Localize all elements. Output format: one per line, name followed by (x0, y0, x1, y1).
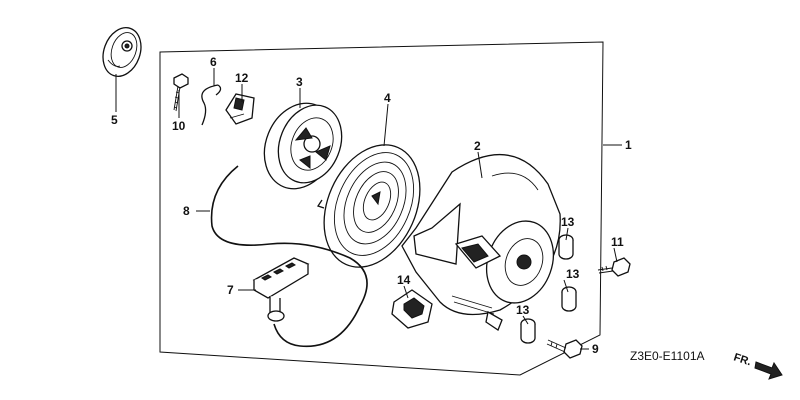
callout-3: 3 (296, 75, 303, 89)
part-12-ratchet (225, 93, 255, 125)
callout-13-lower: 13 (516, 303, 530, 317)
part-11-flange-bolt (597, 257, 631, 277)
callout-6: 6 (210, 55, 217, 69)
callout-12: 12 (235, 71, 249, 85)
part-13-collar-middle (561, 286, 577, 312)
assembly-outline (159, 41, 604, 376)
callout-11: 11 (611, 235, 624, 249)
callout-10: 10 (172, 119, 186, 133)
direction-label: FR. (732, 351, 753, 368)
part-7-starter-grip (252, 257, 310, 322)
leader-lines (115, 68, 622, 350)
part-9-flange-bolt (546, 339, 583, 359)
callout-13-upper: 13 (561, 215, 575, 229)
direction-arrow-icon (754, 361, 783, 380)
callout-9: 9 (592, 342, 599, 356)
callout-2: 2 (474, 139, 481, 153)
part-13-collar-lower (520, 318, 536, 344)
callout-13-middle: 13 (566, 267, 580, 281)
part-14-rope-guide (391, 289, 433, 329)
callout-14: 14 (397, 273, 411, 287)
callout-7: 7 (227, 283, 234, 297)
part-4-recoil-spring (316, 144, 421, 268)
callout-8: 8 (183, 204, 190, 218)
callout-1: 1 (625, 138, 632, 152)
part-3-reel (263, 102, 343, 190)
part-5-pulley-plate (102, 27, 142, 77)
part-8-starter-rope (210, 165, 368, 348)
callout-5: 5 (111, 113, 118, 127)
part-10-flange-bolt (173, 73, 189, 112)
front-direction-indicator: FR. (732, 351, 783, 380)
diagram-code: Z3E0-E1101A (630, 349, 705, 363)
part-6-spring-clip (201, 84, 222, 126)
part-2-starter-case (401, 153, 561, 331)
callout-4: 4 (384, 91, 391, 105)
